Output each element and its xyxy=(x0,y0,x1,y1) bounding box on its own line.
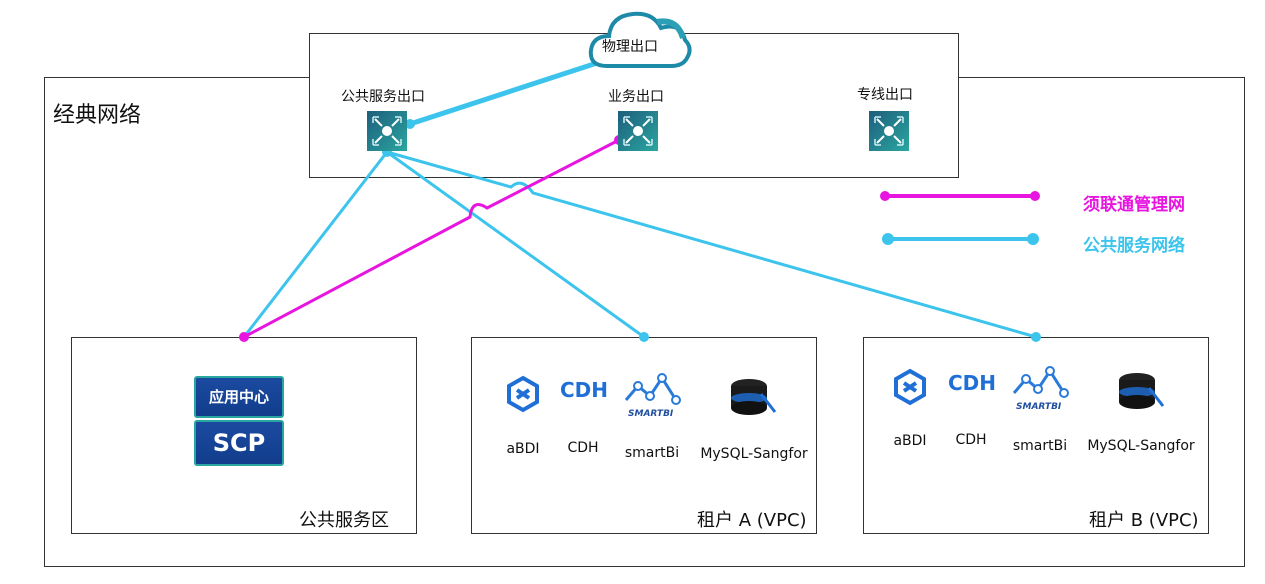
tenant-b-zone xyxy=(863,337,1209,534)
public-zone-label: 公共服务区 xyxy=(299,510,389,531)
smartbi-icon-text: SMARTBI xyxy=(1016,402,1062,412)
cloud-label: 物理出口 xyxy=(602,39,658,55)
classic-network-title: 经典网络 xyxy=(53,103,142,128)
smartbi-icon-text: SMARTBI xyxy=(628,409,674,419)
smartbi-icon: SMARTBI xyxy=(1012,366,1069,412)
tenant-b-dot xyxy=(1031,332,1041,342)
tenant-a-label: 租户 A (VPC) xyxy=(697,510,807,531)
legend-public-dot-right xyxy=(1027,233,1039,245)
mysql-sangfor-icon xyxy=(731,379,777,415)
public-exit-switch-icon xyxy=(367,111,407,151)
app-center-block: 应用中心 xyxy=(194,376,284,418)
tenant-b-app-cdh: CDH xyxy=(955,432,987,448)
business-exit-to-public-zone-line xyxy=(243,138,620,339)
legend-mgmt-dot-left xyxy=(880,191,890,201)
public-exit-label: 公共服务出口 xyxy=(341,89,425,105)
dedicated-exit-switch-icon xyxy=(869,111,909,151)
scp-block: SCP xyxy=(194,420,284,466)
tenant-b-app-abdi: aBDI xyxy=(893,433,927,449)
legend-public-label: 公共服务网络 xyxy=(1083,236,1185,256)
tenant-a-app-smartbi: smartBi xyxy=(624,445,680,461)
tenant-a-app-cdh: CDH xyxy=(567,440,599,456)
tenant-b-app-smartbi: smartBi xyxy=(1012,438,1068,454)
tenant-a-dot xyxy=(639,332,649,342)
mysql-sangfor-icon xyxy=(1119,373,1165,409)
tenant-a-app-abdi: aBDI xyxy=(506,441,540,457)
public-exit-to-public-zone-line xyxy=(242,151,389,338)
business-exit-switch-icon xyxy=(618,111,658,151)
business-exit-label: 业务出口 xyxy=(608,89,664,105)
legend-mgmt-label: 须联通管理网 xyxy=(1083,195,1185,215)
cdh-icon: CDH xyxy=(560,378,609,402)
tenant-a-app-mysql: MySQL-Sangfor xyxy=(700,446,808,462)
legend-mgmt-dot-right xyxy=(1030,191,1040,201)
smartbi-icon: SMARTBI xyxy=(624,373,681,419)
public-exit-to-tenant-a-line xyxy=(386,150,645,339)
cdh-icon: CDH xyxy=(948,371,997,395)
tenant-b-label: 租户 B (VPC) xyxy=(1089,510,1199,531)
dedicated-exit-label: 专线出口 xyxy=(857,87,913,103)
abdi-icon xyxy=(507,375,539,413)
abdi-icon xyxy=(894,368,926,406)
public-exit-to-tenant-b-line xyxy=(386,150,1037,339)
tenant-b-app-mysql: MySQL-Sangfor xyxy=(1087,438,1195,454)
public-exit-cloud-dot xyxy=(405,119,415,129)
app-center-label: 应用中心 xyxy=(208,388,269,406)
tenant-a-zone xyxy=(471,337,817,534)
scp-label: SCP xyxy=(212,429,266,457)
legend-public-dot-left xyxy=(882,233,894,245)
public-zone-dot xyxy=(239,332,249,342)
cloud-icon xyxy=(588,11,692,68)
cloud-to-public-exit-line xyxy=(409,59,601,127)
